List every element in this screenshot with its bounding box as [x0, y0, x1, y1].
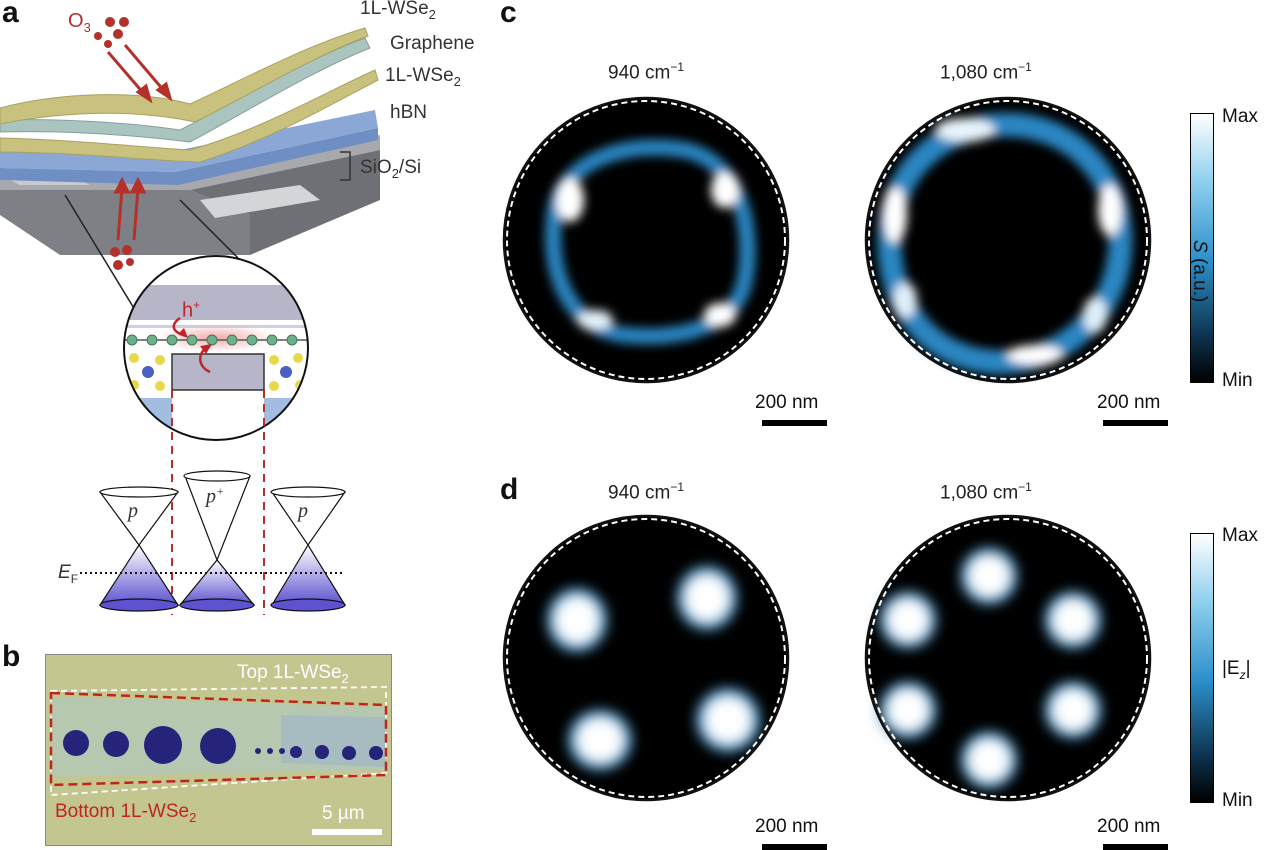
- ozone-top-arrows: [106, 44, 173, 104]
- panel-c-colorbar-min: Min: [1222, 370, 1253, 391]
- hbn-label: hBN: [390, 102, 427, 123]
- micrograph-scale-label: 5 µm: [322, 803, 365, 824]
- dirac-cone-right: [270, 486, 347, 612]
- micrograph-scalebar: [312, 829, 382, 835]
- bottom-wse2-micrograph-label: Bottom 1L-WSe2: [55, 801, 197, 825]
- panel-c-scale-left-label: 200 nm: [755, 392, 819, 413]
- map-d-940: [502, 514, 790, 802]
- panel-c-colorbar-max: Max: [1222, 106, 1258, 127]
- hbn-layer: [0, 110, 378, 185]
- panel-c-scalebar-right: [1103, 420, 1168, 426]
- heterostructure-diagram: [0, 17, 380, 615]
- panel-letter-d: d: [500, 473, 519, 506]
- panel-d-colorbar-label: |Ez|: [1222, 658, 1251, 682]
- panel-c-scalebar-left: [762, 420, 827, 426]
- map-c-1080: [864, 96, 1152, 384]
- panel-letter-b: b: [2, 640, 21, 673]
- panel-letter-a: a: [2, 0, 19, 29]
- graphene-layer: [0, 37, 371, 143]
- ozone-molecule-top: [94, 17, 129, 48]
- hole-array: [63, 726, 383, 764]
- panel-c-colorbar-label: S (a.u.): [1189, 240, 1210, 303]
- substrate-label: SiO2/Si: [360, 157, 422, 181]
- panel-d-colorbar: [1190, 533, 1214, 803]
- panel-c-maps: [502, 96, 1152, 384]
- map-d-1080: [864, 514, 1152, 802]
- cone-right-label: p: [298, 500, 308, 522]
- panel-letter-c: c: [500, 0, 517, 29]
- panel-d-scale-left-label: 200 nm: [755, 816, 819, 837]
- panel-d-scalebar-right: [1103, 844, 1168, 850]
- panel-d-scale-right-label: 200 nm: [1097, 816, 1161, 837]
- panel-c-right-title: 1,080 cm−1: [940, 60, 1032, 84]
- zoom-circle: [123, 255, 309, 441]
- panel-d-scalebar-left: [762, 844, 827, 850]
- fermi-level-label: EF: [58, 562, 79, 586]
- dirac-cone-left: [98, 486, 180, 612]
- dirac-cone-middle: [178, 470, 256, 612]
- panel-c-left-title: 940 cm−1: [608, 60, 684, 84]
- wse2-lattice-left: [129, 353, 165, 391]
- top-wse2-micrograph-label: Top 1L-WSe2: [237, 662, 349, 686]
- ozone-bottom-arrows: [113, 176, 147, 241]
- optical-micrograph: [45, 654, 392, 846]
- cone-middle-label: p+: [206, 484, 225, 508]
- ozone-label: O3: [68, 10, 91, 35]
- bottom-wse2-label: 1L-WSe2: [385, 65, 461, 89]
- panel-d-colorbar-max: Max: [1222, 525, 1258, 546]
- panel-d-left-title: 940 cm−1: [608, 480, 684, 504]
- graphene-label: Graphene: [390, 33, 475, 54]
- hole-label: h+: [182, 298, 201, 322]
- panel-c-scale-right-label: 200 nm: [1097, 392, 1161, 413]
- ozone-molecule-bottom: [110, 245, 134, 270]
- panel-d-right-title: 1,080 cm−1: [940, 480, 1032, 504]
- map-c-940: [502, 96, 790, 384]
- bottom-wse2-layer: [0, 69, 379, 163]
- panel-d-colorbar-min: Min: [1222, 790, 1253, 811]
- cone-left-label: p: [128, 500, 138, 522]
- panel-d-maps: [502, 514, 1152, 802]
- top-wse2-label: 1L-WSe2: [360, 0, 436, 22]
- panel-c-colorbar: [1190, 113, 1214, 383]
